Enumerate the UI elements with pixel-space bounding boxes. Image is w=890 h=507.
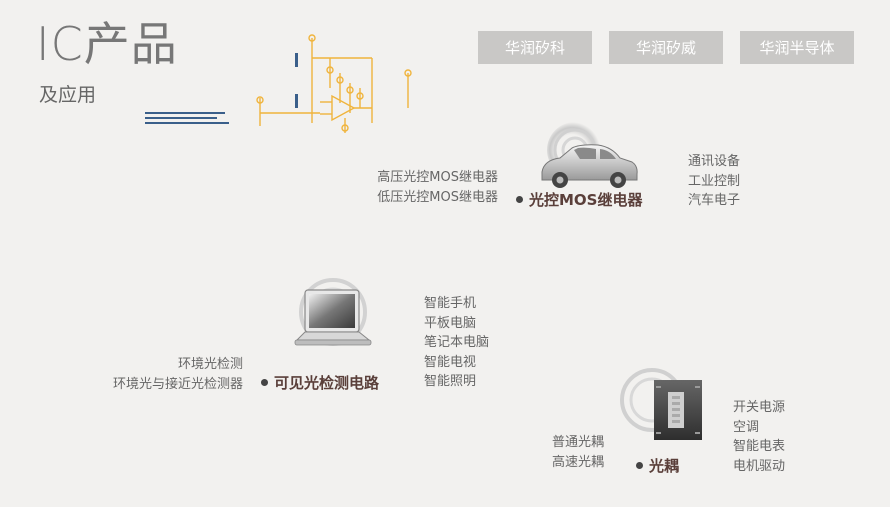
light-detect-label: 可见光检测电路 [261, 372, 379, 393]
list-item: 通讯设备 [688, 154, 741, 169]
mos-relay-label: 光控MOS继电器 [516, 189, 642, 210]
list-item: 工业控制 [688, 173, 741, 189]
list-item: 智能电表 [733, 439, 786, 454]
list-item: 汽车电子 [688, 193, 741, 208]
list-item: 笔记本电脑 [424, 335, 490, 350]
bullet-icon [516, 196, 523, 203]
circuit-schematic-icon [145, 34, 412, 133]
tab-huarun-semiconductor[interactable]: 华润半导体 [740, 31, 854, 64]
mos-relay-applications: 通讯设备 工业控制 汽车电子 [688, 152, 740, 211]
tab-huarun-siwei[interactable]: 华润矽威 [609, 31, 723, 64]
optocoupler-chip-icon [620, 368, 702, 440]
list-item: 高压光控MOS继电器 [377, 170, 498, 185]
list-item: 低压光控MOS继电器 [377, 189, 498, 205]
list-item: 高速光耦 [552, 454, 605, 470]
optocoupler-applications: 开关电源 空调 智能电表 电机驱动 [733, 398, 785, 476]
list-item: 智能照明 [424, 374, 477, 389]
optocoupler-name: 光耦 [649, 457, 680, 475]
list-item: 智能手机 [424, 296, 477, 311]
bullet-icon [261, 379, 268, 386]
car-icon [541, 122, 638, 188]
laptop-icon [294, 278, 372, 346]
mos-relay-name: 光控MOS继电器 [529, 191, 643, 209]
optocoupler-label: 光耦 [636, 455, 679, 476]
company-tabs: 华润矽科 华润矽威 华润半导体 [478, 31, 854, 64]
list-item: 智能电视 [424, 354, 477, 370]
list-item: 普通光耦 [552, 435, 605, 450]
list-item: 电机驱动 [733, 458, 786, 474]
page-title: IC产品 [36, 16, 178, 72]
list-item: 空调 [733, 419, 760, 435]
list-item: 环境光检测 [177, 357, 243, 372]
page-subtitle: 及应用 [39, 84, 97, 106]
mos-relay-variants: 高压光控MOS继电器 低压光控MOS继电器 [320, 168, 498, 207]
light-detect-variants: 环境光检测 环境光与接近光检测器 [60, 355, 243, 394]
light-detect-applications: 智能手机 平板电脑 笔记本电脑 智能电视 智能照明 [424, 294, 489, 392]
title-ic: IC [36, 17, 84, 71]
list-item: 环境光与接近光检测器 [112, 376, 243, 392]
tab-huarun-sike[interactable]: 华润矽科 [478, 31, 592, 64]
list-item: 开关电源 [733, 400, 786, 415]
list-item: 平板电脑 [424, 315, 477, 331]
title-rest: 产品 [83, 17, 178, 71]
bullet-icon [636, 462, 643, 469]
optocoupler-variants: 普通光耦 高速光耦 [552, 433, 604, 472]
light-detect-name: 可见光检测电路 [274, 374, 380, 392]
